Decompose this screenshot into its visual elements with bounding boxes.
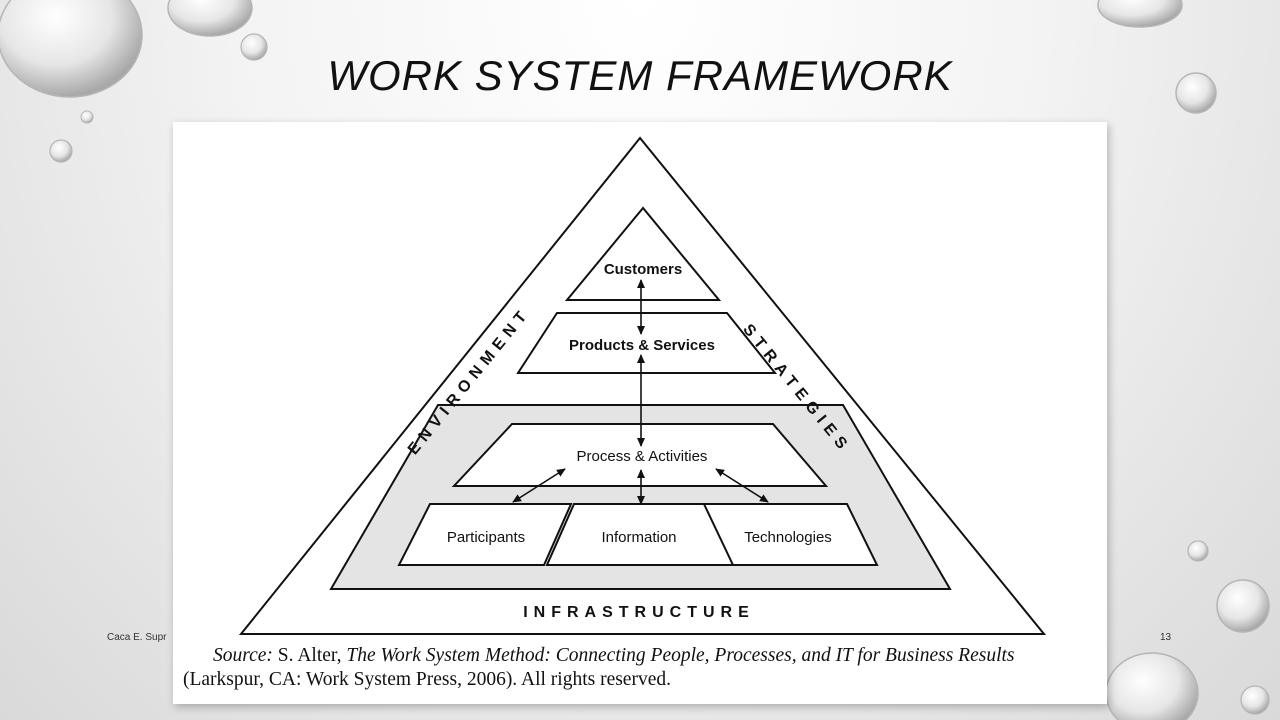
page-number: 13	[1160, 632, 1172, 643]
technologies-label: Technologies	[744, 529, 832, 546]
source-citation: Source: S. Alter, The Work System Method…	[183, 644, 1103, 692]
arrow-process-technologies	[715, 468, 769, 503]
slide-title: WORK SYSTEM FRAMEWORK	[327, 52, 953, 99]
products-services-label: Products & Services	[569, 337, 715, 354]
infrastructure-label: INFRASTRUCTURE	[523, 604, 755, 621]
customers-label: Customers	[604, 261, 682, 278]
source-author: S. Alter,	[277, 645, 342, 666]
information-label: Information	[601, 529, 676, 546]
footer-author: Caca E. Supr	[107, 632, 167, 643]
work-system-framework-figure: Customers Products & Services Process & …	[173, 122, 1107, 704]
source-publication: (Larkspur, CA: Work System Press, 2006).…	[183, 669, 671, 690]
process-activities-label: Process & Activities	[577, 448, 708, 465]
source-line-1: Source: S. Alter, The Work System Method…	[183, 644, 1103, 668]
source-label: Source:	[213, 645, 273, 666]
products-services-shape	[516, 312, 778, 374]
arrow-process-participants	[512, 468, 566, 503]
framework-diagram: Customers Products & Services Process & …	[238, 136, 1047, 635]
participants-shape	[397, 503, 573, 566]
droplet-group-top-left	[0, 0, 268, 163]
technologies-shape	[702, 503, 879, 566]
droplet-group-top-right	[1097, 0, 1217, 114]
participants-label: Participants	[447, 529, 525, 546]
source-book-title: The Work System Method: Connecting Peopl…	[346, 645, 1015, 666]
droplet-group-bottom-right	[1105, 540, 1270, 720]
